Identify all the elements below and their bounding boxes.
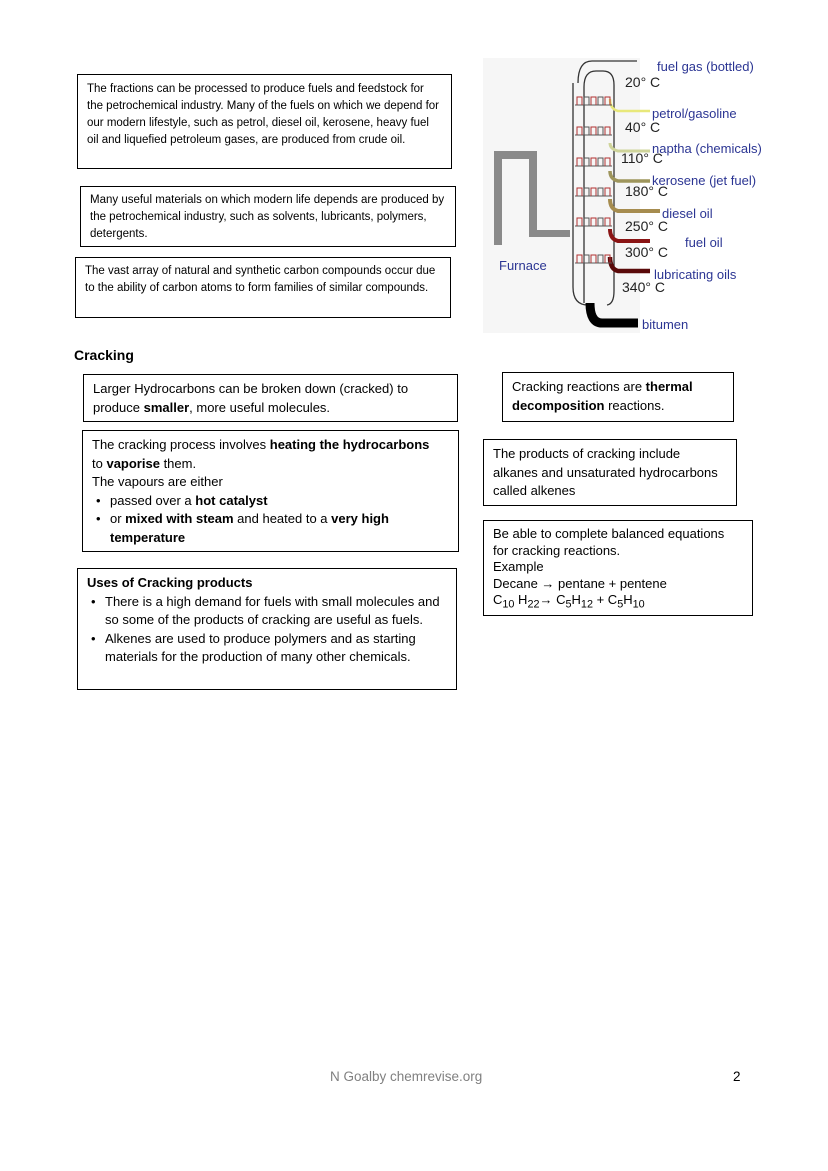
uses-list: There is a high demand for fuels with sm… [87,593,447,667]
bubble-cap [597,217,604,226]
page-number: 2 [733,1069,741,1084]
list-item: or mixed with steam and heated to a very… [92,510,449,547]
fraction-label-bitumen: bitumen [642,317,688,332]
process-line-1: The cracking process involves heating th… [92,437,430,452]
bubble-cap [590,157,597,166]
bubble-cap [576,254,583,263]
temp-label-110: 110° C [621,150,663,166]
list-item: Alkenes are used to produce polymers and… [87,630,447,667]
compounds-text: The vast array of natural and synthetic … [85,265,436,294]
bubble-cap [583,157,590,166]
chemical-equation: C10 H22→ C5H12 + C5H10 [493,592,645,611]
process-methods-list: passed over a hot catalyst or mixed with… [92,492,449,548]
diagram-background [483,58,640,333]
fraction-label-petrol: petrol/gasoline [652,106,737,121]
fractions-text: The fractions can be processed to produc… [87,83,440,146]
bubble-cap [583,254,590,263]
temp-label-250: 250° C [625,218,668,234]
bubble-cap [583,187,590,196]
bubble-cap [590,96,597,105]
footer-author: N Goalby chemrevise.org [330,1069,483,1084]
bubble-cap [583,217,590,226]
bubble-cap [604,96,611,105]
furnace-label: Furnace [499,258,547,273]
bubble-cap [604,217,611,226]
bubble-cap [590,217,597,226]
bubble-cap [590,254,597,263]
bubble-cap [576,157,583,166]
temp-label-20: 20° C [625,74,660,90]
fraction-label-naptha: naptha (chemicals) [652,141,762,156]
bubble-cap [604,126,611,135]
bubble-cap [597,96,604,105]
fraction-label-diesel: diesel oil [662,206,713,221]
fraction-label-fuel-gas: fuel gas (bottled) [657,59,754,74]
fractions-info-box: The fractions can be processed to produc… [77,74,452,169]
uses-title: Uses of Cracking products [87,575,253,590]
fractionating-column-diagram: Furnace 20° C 40° C 110° C 180° C 250° C… [483,58,762,333]
thermal-text: Cracking reactions are thermal decomposi… [512,379,693,413]
bubble-cap [604,187,611,196]
bubble-cap [576,126,583,135]
temp-label-180: 180° C [625,183,668,199]
cracking-process-box: The cracking process involves heating th… [82,430,459,552]
equations-line-2: Example [493,559,544,574]
furnace-shape [494,151,570,245]
bubble-cap [597,126,604,135]
column-outline [572,60,637,306]
products-text: The products of cracking include alkanes… [493,446,718,498]
cracking-products-box: The products of cracking include alkanes… [483,439,737,506]
bubble-cap [604,157,611,166]
temp-label-340: 340° C [622,279,665,295]
fraction-label-fuel-oil: fuel oil [685,235,723,250]
list-item: passed over a hot catalyst [92,492,449,511]
bitumen-pipe [585,302,638,328]
temp-label-40: 40° C [625,119,660,135]
bubble-cap [604,254,611,263]
fuel-oil-outlet [608,228,650,243]
process-line-3: The vapours are either [92,474,223,489]
kerosene-outlet [608,170,650,183]
fraction-label-kerosene: kerosene (jet fuel) [652,173,756,188]
column-trays [575,96,612,264]
naptha-outlet [608,142,650,153]
bubble-cap [576,187,583,196]
thermal-decomposition-box: Cracking reactions are thermal decomposi… [502,372,734,422]
list-item: There is a high demand for fuels with sm… [87,593,447,630]
equations-line-1: Be able to complete balanced equations f… [493,526,725,558]
materials-text: Many useful materials on which modern li… [90,194,445,240]
bubble-cap [583,126,590,135]
bubble-cap [597,157,604,166]
temp-label-300: 300° C [625,244,668,260]
bubble-cap [597,254,604,263]
cracking-heading: Cracking [74,347,134,363]
bubble-cap [576,96,583,105]
compounds-info-box: The vast array of natural and synthetic … [75,257,451,318]
fraction-label-lubricating: lubricating oils [654,267,737,282]
bubble-cap [583,96,590,105]
process-line-2: to vaporise them. [92,455,197,471]
balanced-equations-box: Be able to complete balanced equations f… [483,520,753,616]
diesel-outlet [608,198,660,213]
materials-info-box: Many useful materials on which modern li… [80,186,456,247]
cracking-definition-box: Larger Hydrocarbons can be broken down (… [83,374,458,422]
uses-of-cracking-box: Uses of Cracking products There is a hig… [77,568,457,690]
bubble-cap [597,187,604,196]
bubble-cap [576,217,583,226]
bubble-cap [590,126,597,135]
equations-line-3: Decane → pentane + pentene [493,575,667,591]
bubble-cap [590,187,597,196]
cracking-definition-text: Larger Hydrocarbons can be broken down (… [93,381,409,415]
